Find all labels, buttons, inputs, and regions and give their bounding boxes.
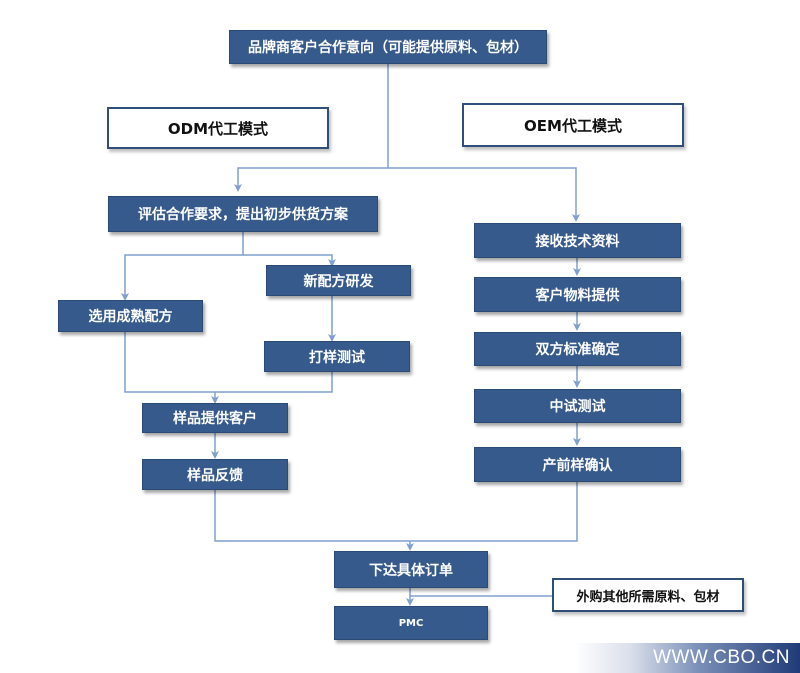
sample-to-client-box: 样品提供客户 [142, 403, 288, 433]
mature-formula-box: 选用成熟配方 [58, 300, 203, 332]
place-order-box: 下达具体订单 [334, 551, 488, 588]
standards-box: 双方标准确定 [474, 332, 681, 366]
oem-mode-box: OEM代工模式 [462, 103, 684, 147]
pmc-box: PMC [334, 606, 488, 640]
evaluate-box: 评估合作要求，提出初步供货方案 [108, 196, 378, 232]
client-materials-box: 客户物料提供 [474, 277, 681, 312]
new-formula-box: 新配方研发 [266, 265, 411, 296]
watermark-banner: WWW.CBO.CN [575, 643, 800, 673]
connector-mature-merge [124, 332, 219, 404]
connector-evaluate-to-new [243, 254, 336, 267]
intent-box: 品牌商客户合作意向（可能提供原料、包材） [229, 30, 547, 64]
sample-feedback-box: 样品反馈 [142, 459, 288, 490]
connector-top-to-oem [388, 167, 580, 222]
connector-evaluate-split [121, 232, 244, 301]
odm-mode-box: ODM代工模式 [107, 107, 329, 149]
pilot-test-box: 中试测试 [474, 389, 681, 423]
sample-test-box: 打样测试 [264, 341, 410, 372]
external-purchase-box: 外购其他所需原料、包材 [552, 578, 744, 612]
receive-tech-box: 接收技术资料 [474, 223, 681, 258]
watermark-text: WWW.CBO.CN [653, 647, 790, 668]
pre-production-box: 产前样确认 [474, 447, 681, 482]
connector-top-split [234, 64, 389, 192]
connector-test-merge [215, 372, 333, 393]
connector-odm-to-order [214, 482, 578, 542]
